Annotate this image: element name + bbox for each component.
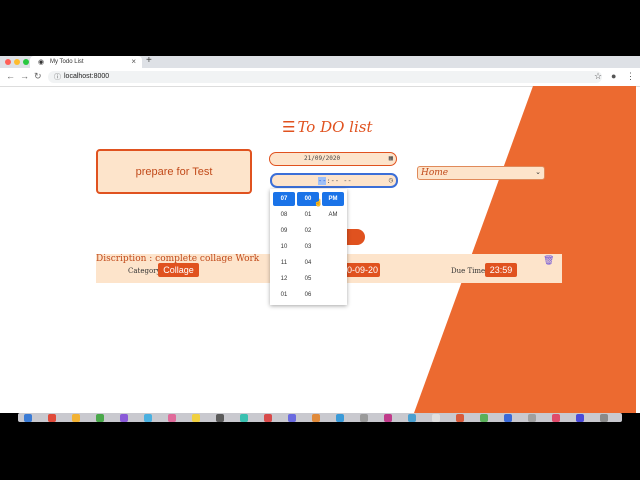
todo-input[interactable]: prepare for Test [96, 149, 252, 194]
dock-app-icon[interactable] [384, 414, 392, 422]
time-picker-hour-option[interactable]: 08 [280, 212, 288, 218]
dock-app-icon[interactable] [48, 414, 56, 422]
time-input[interactable]: --:-- -- ◷ [270, 173, 398, 188]
page-title: ☰To DO list [282, 118, 373, 136]
bookmark-star-icon[interactable]: ☆ [594, 71, 603, 81]
date-value: 21/09/2020 [304, 155, 341, 162]
time-picker-minute-option[interactable]: 05 [304, 276, 312, 282]
minute-column: 00 01 02 03 04 05 06 [297, 192, 319, 304]
time-picker-hour-option[interactable]: 10 [280, 244, 288, 250]
mouse-cursor-icon: ☝ [314, 200, 323, 207]
dock-app-icon[interactable] [168, 414, 176, 422]
hour-column: 07 08 09 10 11 12 01 [273, 192, 295, 304]
site-info-icon[interactable]: ⓘ [54, 74, 61, 81]
time-picker-hour-option[interactable]: 01 [280, 292, 288, 298]
time-rest-segment[interactable]: :-- -- [326, 177, 352, 185]
profile-avatar-icon[interactable]: ● [611, 71, 617, 81]
time-picker-minute-option[interactable]: 03 [304, 244, 312, 250]
dock-app-icon[interactable] [504, 414, 512, 422]
browser-tab[interactable]: ◉ My Todo List × [30, 56, 142, 68]
time-picker-minute-option[interactable]: 00 [297, 192, 319, 206]
date-input[interactable]: 21/09/2020 ▦ [269, 152, 397, 166]
time-picker-minute-option[interactable]: 02 [304, 228, 312, 234]
time-hour-segment[interactable]: -- [318, 177, 327, 185]
reload-icon[interactable]: ↻ [34, 71, 42, 81]
url-text: localhost:8000 [64, 73, 110, 80]
dock-app-icon[interactable] [264, 414, 272, 422]
task-due-time-badge: 23:59 [485, 263, 517, 277]
dock-app-icon[interactable] [192, 414, 200, 422]
period-column: PM AM [322, 192, 344, 224]
minimize-window-button[interactable] [14, 59, 20, 65]
macos-dock [18, 413, 622, 422]
time-picker-hour-option[interactable]: 09 [280, 228, 288, 234]
dock-app-icon[interactable] [528, 414, 536, 422]
chevron-down-icon: ⌄ [535, 168, 541, 176]
clock-icon[interactable]: ◷ [388, 176, 393, 184]
address-bar: ← → ↻ ⓘ localhost:8000 ☆ ● ⋮ [0, 68, 640, 87]
dock-app-icon[interactable] [72, 414, 80, 422]
category-select[interactable]: Home ⌄ [417, 166, 545, 180]
time-picker-minute-option[interactable]: 06 [304, 292, 312, 298]
dock-app-icon[interactable] [552, 414, 560, 422]
dock-app-icon[interactable] [600, 414, 608, 422]
close-window-button[interactable] [5, 59, 11, 65]
task-due-date-badge: 0-09-20 [340, 263, 380, 277]
tab-bar: ◉ My Todo List × + [0, 56, 640, 68]
new-tab-button[interactable]: + [146, 56, 152, 66]
dock-app-icon[interactable] [360, 414, 368, 422]
dock-app-icon[interactable] [576, 414, 584, 422]
dock-app-icon[interactable] [216, 414, 224, 422]
orange-background-shape [414, 86, 636, 413]
list-icon: ☰ [282, 118, 296, 136]
time-picker-hour-option[interactable]: 11 [280, 260, 288, 266]
dock-app-icon[interactable] [336, 414, 344, 422]
dock-app-icon[interactable] [144, 414, 152, 422]
calendar-icon[interactable]: ▦ [388, 154, 393, 162]
dock-app-icon[interactable] [456, 414, 464, 422]
time-picker-minute-option[interactable]: 01 [304, 212, 312, 218]
maximize-window-button[interactable] [23, 59, 29, 65]
delete-task-trash-icon[interactable]: 🗑 [543, 255, 555, 265]
dock-app-icon[interactable] [288, 414, 296, 422]
forward-icon[interactable]: → [20, 71, 29, 81]
dock-app-icon[interactable] [240, 414, 248, 422]
task-description: Discription : complete collage Work [96, 254, 260, 264]
tab-close-icon[interactable]: × [131, 57, 136, 66]
time-picker-minute-option[interactable]: 04 [304, 260, 312, 266]
dock-app-icon[interactable] [432, 414, 440, 422]
task-category-label: Category : [128, 267, 166, 275]
browser-window: ◉ My Todo List × + ← → ↻ ⓘ localhost:800… [0, 56, 640, 413]
time-picker-hour-option[interactable]: 07 [273, 192, 295, 206]
dock-app-icon[interactable] [24, 414, 32, 422]
task-category-badge: Collage [158, 263, 199, 277]
dock-app-icon[interactable] [312, 414, 320, 422]
dock-app-icon[interactable] [408, 414, 416, 422]
time-picker-hour-option[interactable]: 12 [280, 276, 288, 282]
tab-title: My Todo List [50, 59, 84, 65]
time-picker-dropdown: 07 08 09 10 11 12 01 00 01 02 03 04 05 06 PM AM [270, 189, 347, 305]
dock-app-icon[interactable] [480, 414, 488, 422]
browser-menu-icon[interactable]: ⋮ [626, 71, 635, 81]
task-due-time-label: Due Time : [451, 267, 490, 275]
category-select-value: Home [421, 168, 449, 178]
time-picker-period-option[interactable]: AM [328, 212, 338, 218]
back-icon[interactable]: ← [6, 71, 15, 81]
dock-app-icon[interactable] [120, 414, 128, 422]
url-field[interactable]: ⓘ localhost:8000 [48, 71, 602, 83]
tab-favicon-icon: ◉ [38, 59, 45, 66]
todo-input-value: prepare for Test [135, 165, 213, 178]
time-picker-period-option[interactable]: PM [322, 192, 344, 206]
dock-app-icon[interactable] [96, 414, 104, 422]
